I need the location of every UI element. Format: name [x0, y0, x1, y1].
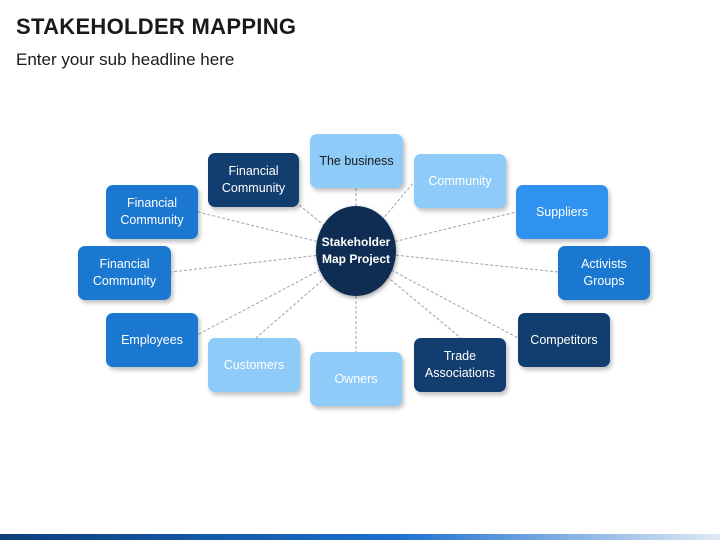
node-label: Community — [428, 173, 492, 188]
node-label: Employees — [121, 332, 183, 347]
node-label: The business — [319, 153, 394, 168]
node-label: Owners — [334, 371, 378, 386]
node-label-line2: Community — [120, 213, 184, 227]
node-financial-community-2: Financial Community — [106, 185, 198, 239]
node-label-line2: Associations — [424, 366, 496, 380]
node-label-line1: Financial — [126, 196, 178, 210]
node-label-line2: Groups — [583, 274, 625, 288]
node-label: Suppliers — [535, 204, 589, 219]
node-trade-associations: Trade Associations — [414, 338, 506, 392]
center-label-line2: Map Project — [321, 252, 390, 266]
node-label-line1: Activists — [581, 257, 627, 271]
center-node: Stakeholder Map Project — [316, 206, 396, 296]
node-label-line1: Financial — [228, 164, 279, 178]
node-label-line2: Community — [92, 274, 157, 288]
node-label: Customers — [223, 357, 285, 372]
node-the-business: The business — [310, 134, 403, 188]
node-customers: Customers — [208, 338, 300, 392]
node-competitors: Competitors — [518, 313, 610, 367]
page-title: STAKEHOLDER MAPPING — [16, 14, 297, 39]
node-label-line1: Financial — [99, 257, 150, 271]
node-label-line1: Trade — [443, 349, 477, 363]
page-subtitle: Enter your sub headline here — [16, 50, 235, 69]
node-financial-community-1: Financial Community — [78, 246, 171, 300]
node-suppliers: Suppliers — [516, 185, 608, 239]
footer-bar — [0, 534, 720, 540]
node-community: Community — [414, 154, 506, 208]
center-label-line1: Stakeholder — [321, 235, 391, 249]
node-label-line2: Community — [221, 181, 286, 195]
node-activists-groups: Activists Groups — [558, 246, 650, 300]
node-owners: Owners — [310, 352, 402, 406]
connector-activists-groups — [355, 250, 559, 273]
node-label: Competitors — [530, 332, 598, 347]
node-financial-community-3: Financial Community — [208, 153, 299, 207]
node-employees: Employees — [106, 313, 198, 367]
